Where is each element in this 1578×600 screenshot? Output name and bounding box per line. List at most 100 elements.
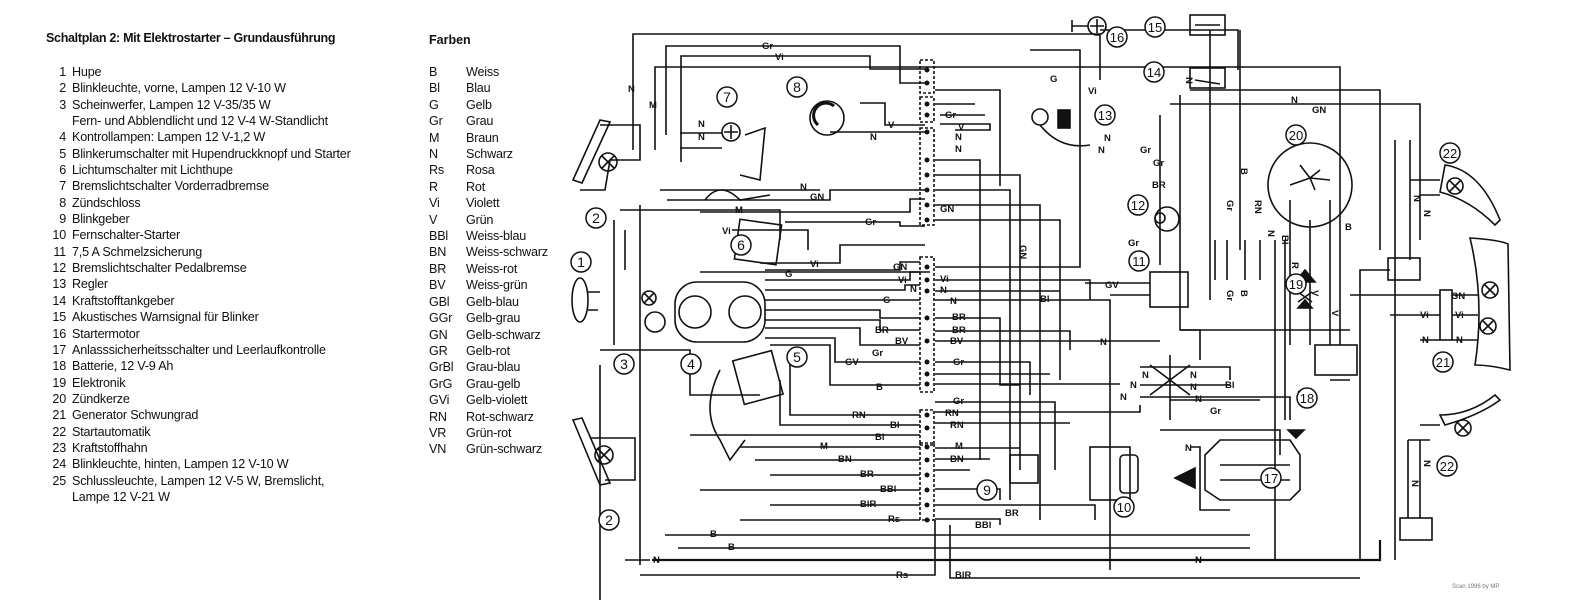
callout-17: 17 <box>1260 467 1282 489</box>
wire-label: G <box>785 269 792 280</box>
wire-label: V <box>958 122 965 133</box>
wire-label: B <box>1238 168 1249 175</box>
color-name: Grau <box>466 114 494 129</box>
legend-number: 5 <box>59 146 66 161</box>
wire-label: Vi <box>1455 310 1464 321</box>
callout-circle <box>1436 455 1458 477</box>
wire-label: Bl <box>1040 294 1050 305</box>
wire-label: Bl <box>875 432 885 443</box>
wire-label: N <box>955 132 962 143</box>
legend-label: Elektronik <box>72 375 126 390</box>
callout-circle <box>1143 61 1165 83</box>
callout-number: 17 <box>1264 471 1278 486</box>
wires <box>599 29 1478 600</box>
legend-label: Kontrollampen: Lampen 12 V-1,2 W <box>72 130 266 145</box>
callout-15: 15 <box>1144 16 1166 38</box>
color-name: Gelb-violett <box>466 393 528 408</box>
wire-n-long <box>652 540 1382 562</box>
wire-label: BV <box>950 336 964 347</box>
callout-2: 2 <box>598 509 620 531</box>
wire-label: N <box>653 555 660 566</box>
legend-number: 13 <box>52 277 66 292</box>
color-code: GVi <box>429 393 450 408</box>
callout-circle <box>730 234 752 256</box>
callout-number: 20 <box>1289 128 1303 143</box>
callout-number: 10 <box>1117 500 1131 515</box>
callout-19: 19 <box>1285 273 1307 295</box>
callout-20: 20 <box>1285 124 1307 146</box>
callout-circle <box>1127 194 1149 216</box>
wire-vi6 <box>760 244 925 264</box>
callout-circle <box>598 509 620 531</box>
wire-label: BV <box>895 336 909 347</box>
wire-label: BR <box>1152 180 1166 191</box>
callout-number: 9 <box>983 482 991 498</box>
color-code: VN <box>429 442 447 457</box>
legend-number: 2 <box>59 81 66 96</box>
color-name: Grau-gelb <box>466 376 521 391</box>
wire-label: N <box>1120 392 1127 403</box>
wire-label: B <box>1345 222 1352 233</box>
callout-number: 2 <box>605 512 613 528</box>
wire-rn <box>789 355 920 416</box>
callout-2: 2 <box>585 207 607 229</box>
callout-number: 2 <box>592 210 600 226</box>
callout-1: 1 <box>570 251 592 273</box>
wire-label: N <box>1185 443 1192 454</box>
legend-item-continuation: Fern- und Abblendlicht und 12 V-4 W-Stan… <box>72 114 328 129</box>
callout-12: 12 <box>1127 194 1149 216</box>
wire-label: N <box>1190 370 1197 381</box>
wire-label: N <box>1411 195 1422 202</box>
legend-label: Hupe <box>72 65 102 79</box>
wire-label: Gr <box>1210 406 1221 417</box>
color-code: R <box>429 179 438 194</box>
legend-number: 15 <box>52 310 66 325</box>
color-code: Gr <box>429 114 443 129</box>
wire-label: BBl <box>880 484 896 495</box>
wire-label: BR <box>860 469 874 480</box>
wire-label: N <box>1409 480 1420 487</box>
color-name: Grün <box>466 212 494 227</box>
wire-label: RN <box>945 408 959 419</box>
legend-label: Lichtumschalter mit Lichthupe <box>72 163 233 178</box>
wire-label: GN <box>940 204 954 215</box>
color-name: Grau-blau <box>466 360 521 375</box>
wire-label: N <box>1421 460 1432 467</box>
legend-number: 12 <box>52 261 66 276</box>
wire-label: GN <box>893 262 907 273</box>
color-code: GN <box>429 327 448 342</box>
callout-circle <box>585 207 607 229</box>
wire-label: N <box>955 144 962 155</box>
wire-label: Rs <box>888 514 900 525</box>
callout-4: 4 <box>680 353 702 375</box>
callout-16: 16 <box>1106 26 1128 48</box>
color-code: GrBl <box>429 360 454 375</box>
wire-label: RN <box>852 410 866 421</box>
legend-number: 18 <box>52 359 66 374</box>
callout-21: 21 <box>1432 351 1454 373</box>
wire-label: Vi <box>940 274 949 285</box>
wire-label: N <box>1456 335 1463 346</box>
wire-label: N <box>1291 95 1298 106</box>
wire-vi <box>680 55 925 162</box>
callout-14: 14 <box>1143 61 1165 83</box>
wire <box>632 33 1101 110</box>
wire-label: BN <box>950 454 964 465</box>
callout-9: 9 <box>976 479 998 501</box>
callout-circle <box>1439 142 1461 164</box>
wire-label: N <box>1098 145 1105 156</box>
